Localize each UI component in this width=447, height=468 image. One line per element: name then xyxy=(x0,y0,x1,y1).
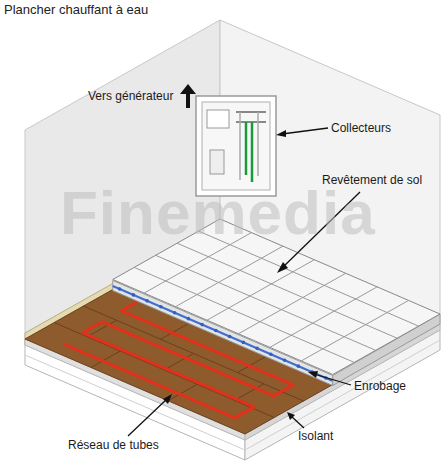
leader-arrowheads xyxy=(163,130,318,420)
part-label: Réseau de tubes xyxy=(68,438,159,452)
up-arrow xyxy=(180,84,196,108)
part-label: Isolant xyxy=(298,429,333,443)
part-label: Collecteurs xyxy=(331,121,391,135)
diagram-title: Plancher chauffant à eau xyxy=(4,3,148,17)
part-label: Enrobage xyxy=(354,379,406,393)
watermark: Finemedia xyxy=(60,180,376,246)
part-label: Vers générateur xyxy=(88,89,173,103)
